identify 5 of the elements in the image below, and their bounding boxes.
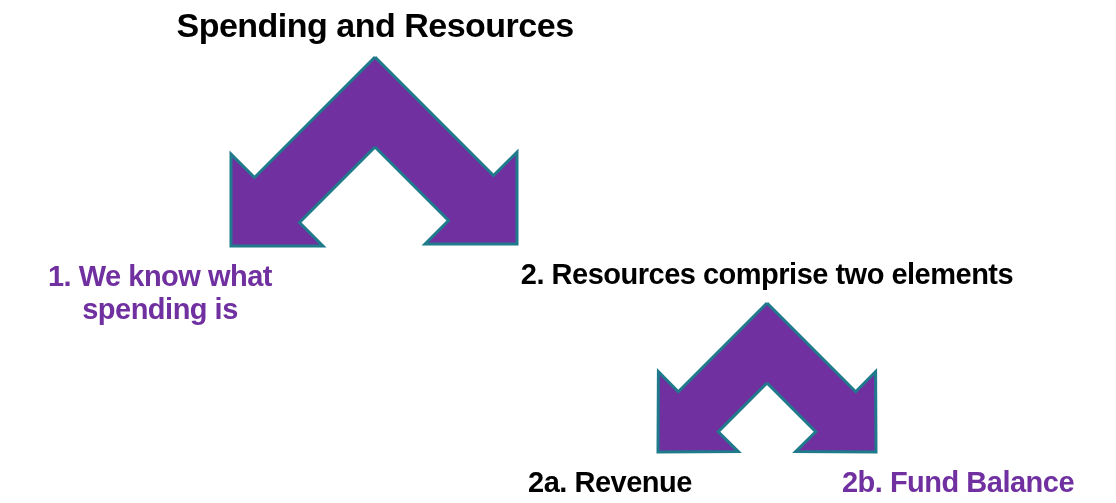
label-text: 2. Resources comprise two elements — [447, 258, 1087, 292]
label-text: 2a. Revenue — [490, 466, 730, 500]
label-text: 1. We know what spending is — [10, 260, 310, 327]
label-text: 2b. Fund Balance — [800, 466, 1116, 500]
heading-text: Spending and Resources — [120, 6, 630, 46]
